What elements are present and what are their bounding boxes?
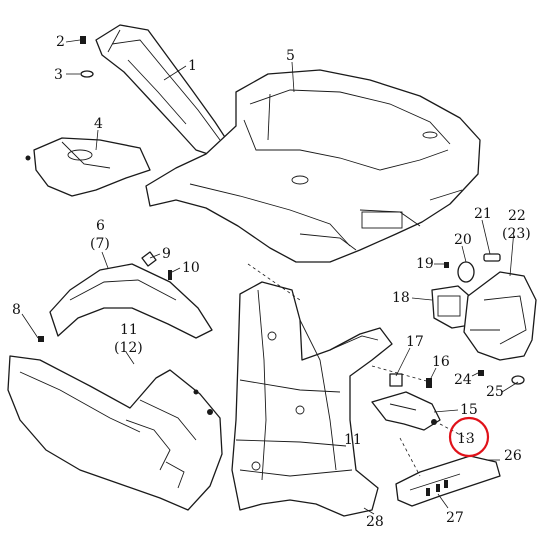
splash-guard-part-22 [463,271,537,361]
label-part-26: 26 [504,448,522,464]
label-part-28: 28 [366,514,384,530]
label-part-19: 19 [416,256,434,272]
label-part-17: 17 [406,334,424,350]
label-part-6: 6 [96,218,105,234]
screw-part-10 [168,270,172,280]
light-strip-part-21 [483,253,501,262]
label-part-22: 22 [508,208,526,224]
side-fender-part-6 [49,263,213,339]
cover-plate-part-4 [25,137,151,197]
label-part-3: 3 [54,67,63,83]
label-part-21: 21 [474,206,492,222]
label-part-27: 27 [446,510,464,526]
label-part-18: 18 [392,290,410,306]
label-part-13: 13 [457,431,475,447]
chassis-frame [231,281,393,517]
footrest-panel-part-11 [7,355,223,511]
label-part-16: 16 [432,354,450,370]
label-part-12: (12) [114,340,143,356]
nut-part-25 [511,375,525,385]
label-part-10: 10 [182,260,200,276]
screw-part-8 [38,336,44,342]
label-part-11: 11 [120,322,138,338]
label-part-1: 1 [188,58,197,74]
label-part-25: 25 [486,384,504,400]
label-part-24: 24 [454,372,472,388]
label-part-8: 8 [12,302,21,318]
bolt-part-16 [426,378,432,388]
part-labels: 2 3 1 4 5 6 (7) 9 10 8 11 (12) 11 17 16 … [12,34,531,530]
label-part-2: 2 [56,34,65,50]
bolt-part-2 [80,36,86,44]
leader-lines [21,39,519,515]
nut-part-13 [431,419,437,425]
bolts-part-27 [426,480,448,496]
bolt-part-24 [478,370,484,376]
label-part-15: 15 [460,402,478,418]
label-part-7: (7) [90,236,110,252]
label-part-23: (23) [502,226,531,242]
label-part-9: 9 [162,246,171,262]
bracket-part-15 [371,391,441,431]
label-part-11-frame: 11 [344,432,362,448]
label-part-5: 5 [286,48,295,64]
screw-part-9 [141,251,157,267]
front-mudguard-part-1 [95,24,233,159]
washer-part-3 [80,70,94,78]
reflector-part-20 [457,261,475,283]
label-part-20: 20 [454,232,472,248]
nut-part-17 [389,373,403,387]
label-part-4: 4 [94,116,103,132]
highlight-callout-13: 13 [448,416,490,458]
bolt-part-19 [444,262,449,268]
main-body-part-5 [145,69,481,263]
highlight-circle [448,416,490,458]
